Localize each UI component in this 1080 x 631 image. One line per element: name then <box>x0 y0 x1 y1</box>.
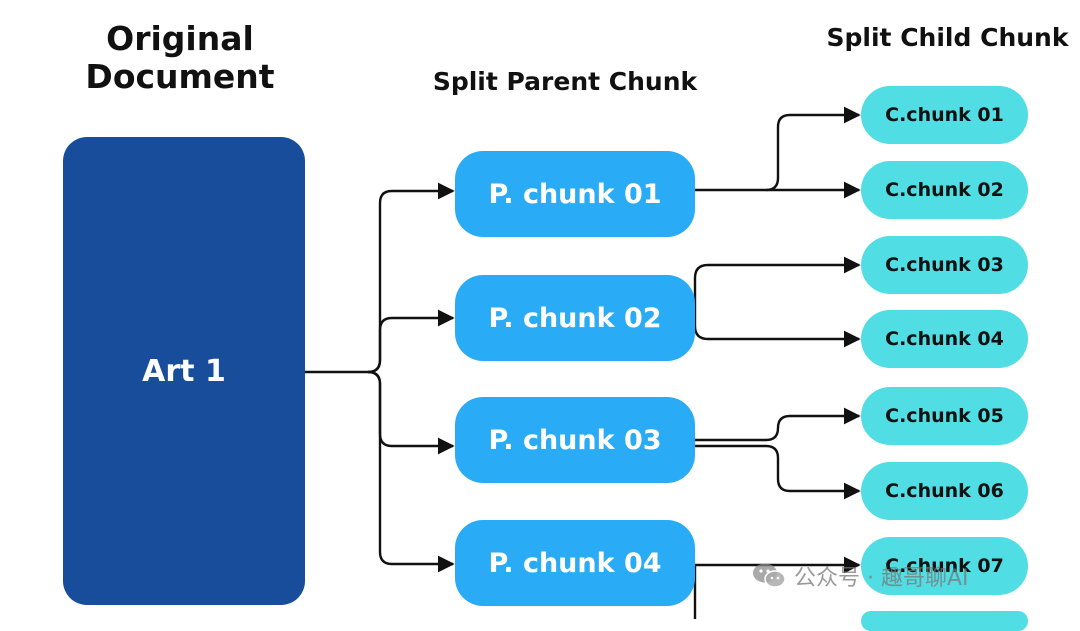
heading-original-document: Original Document <box>60 20 300 96</box>
watermark-text: 公众号 · 趣哥聊AI <box>794 566 969 591</box>
document-label: Art 1 <box>142 353 226 389</box>
heading-original-line1: Original <box>106 19 254 58</box>
connector-p2-to-c4 <box>693 318 861 348</box>
heading-original-line2: Document <box>85 56 275 96</box>
connector-doc-to-p4 <box>367 370 455 573</box>
original-document-box: Art 1 <box>63 137 305 605</box>
connector-p3-to-c6 <box>695 444 861 500</box>
child-chunk-01: C.chunk 01 <box>861 86 1028 144</box>
watermark: 公众号 · 趣哥聊AI <box>752 560 969 592</box>
child-chunk-04: C.chunk 04 <box>861 310 1028 368</box>
child-chunk-02: C.chunk 02 <box>861 161 1028 219</box>
heading-split-child: Split Child Chunk <box>826 23 1069 52</box>
parent-chunk-03: P. chunk 03 <box>455 397 695 483</box>
child-chunk-partial <box>861 611 1028 631</box>
parent-chunk-01: P. chunk 01 <box>455 151 695 237</box>
child-chunk-05: C.chunk 05 <box>861 387 1028 445</box>
parent-chunk-04: P. chunk 04 <box>455 520 695 606</box>
connector-p1-to-c1 <box>695 106 861 192</box>
heading-split-parent: Split Parent Chunk <box>432 67 698 96</box>
connector-doc-to-p2 <box>367 309 455 374</box>
connector-p2-to-c3 <box>693 256 861 318</box>
parent-chunk-02: P. chunk 02 <box>455 275 695 361</box>
child-chunk-06: C.chunk 06 <box>861 462 1028 520</box>
wechat-icon <box>753 563 786 588</box>
child-chunk-07: C.chunk 07 <box>861 537 1028 595</box>
connector-p3-to-c5 <box>695 407 861 442</box>
child-chunk-03: C.chunk 03 <box>861 236 1028 294</box>
